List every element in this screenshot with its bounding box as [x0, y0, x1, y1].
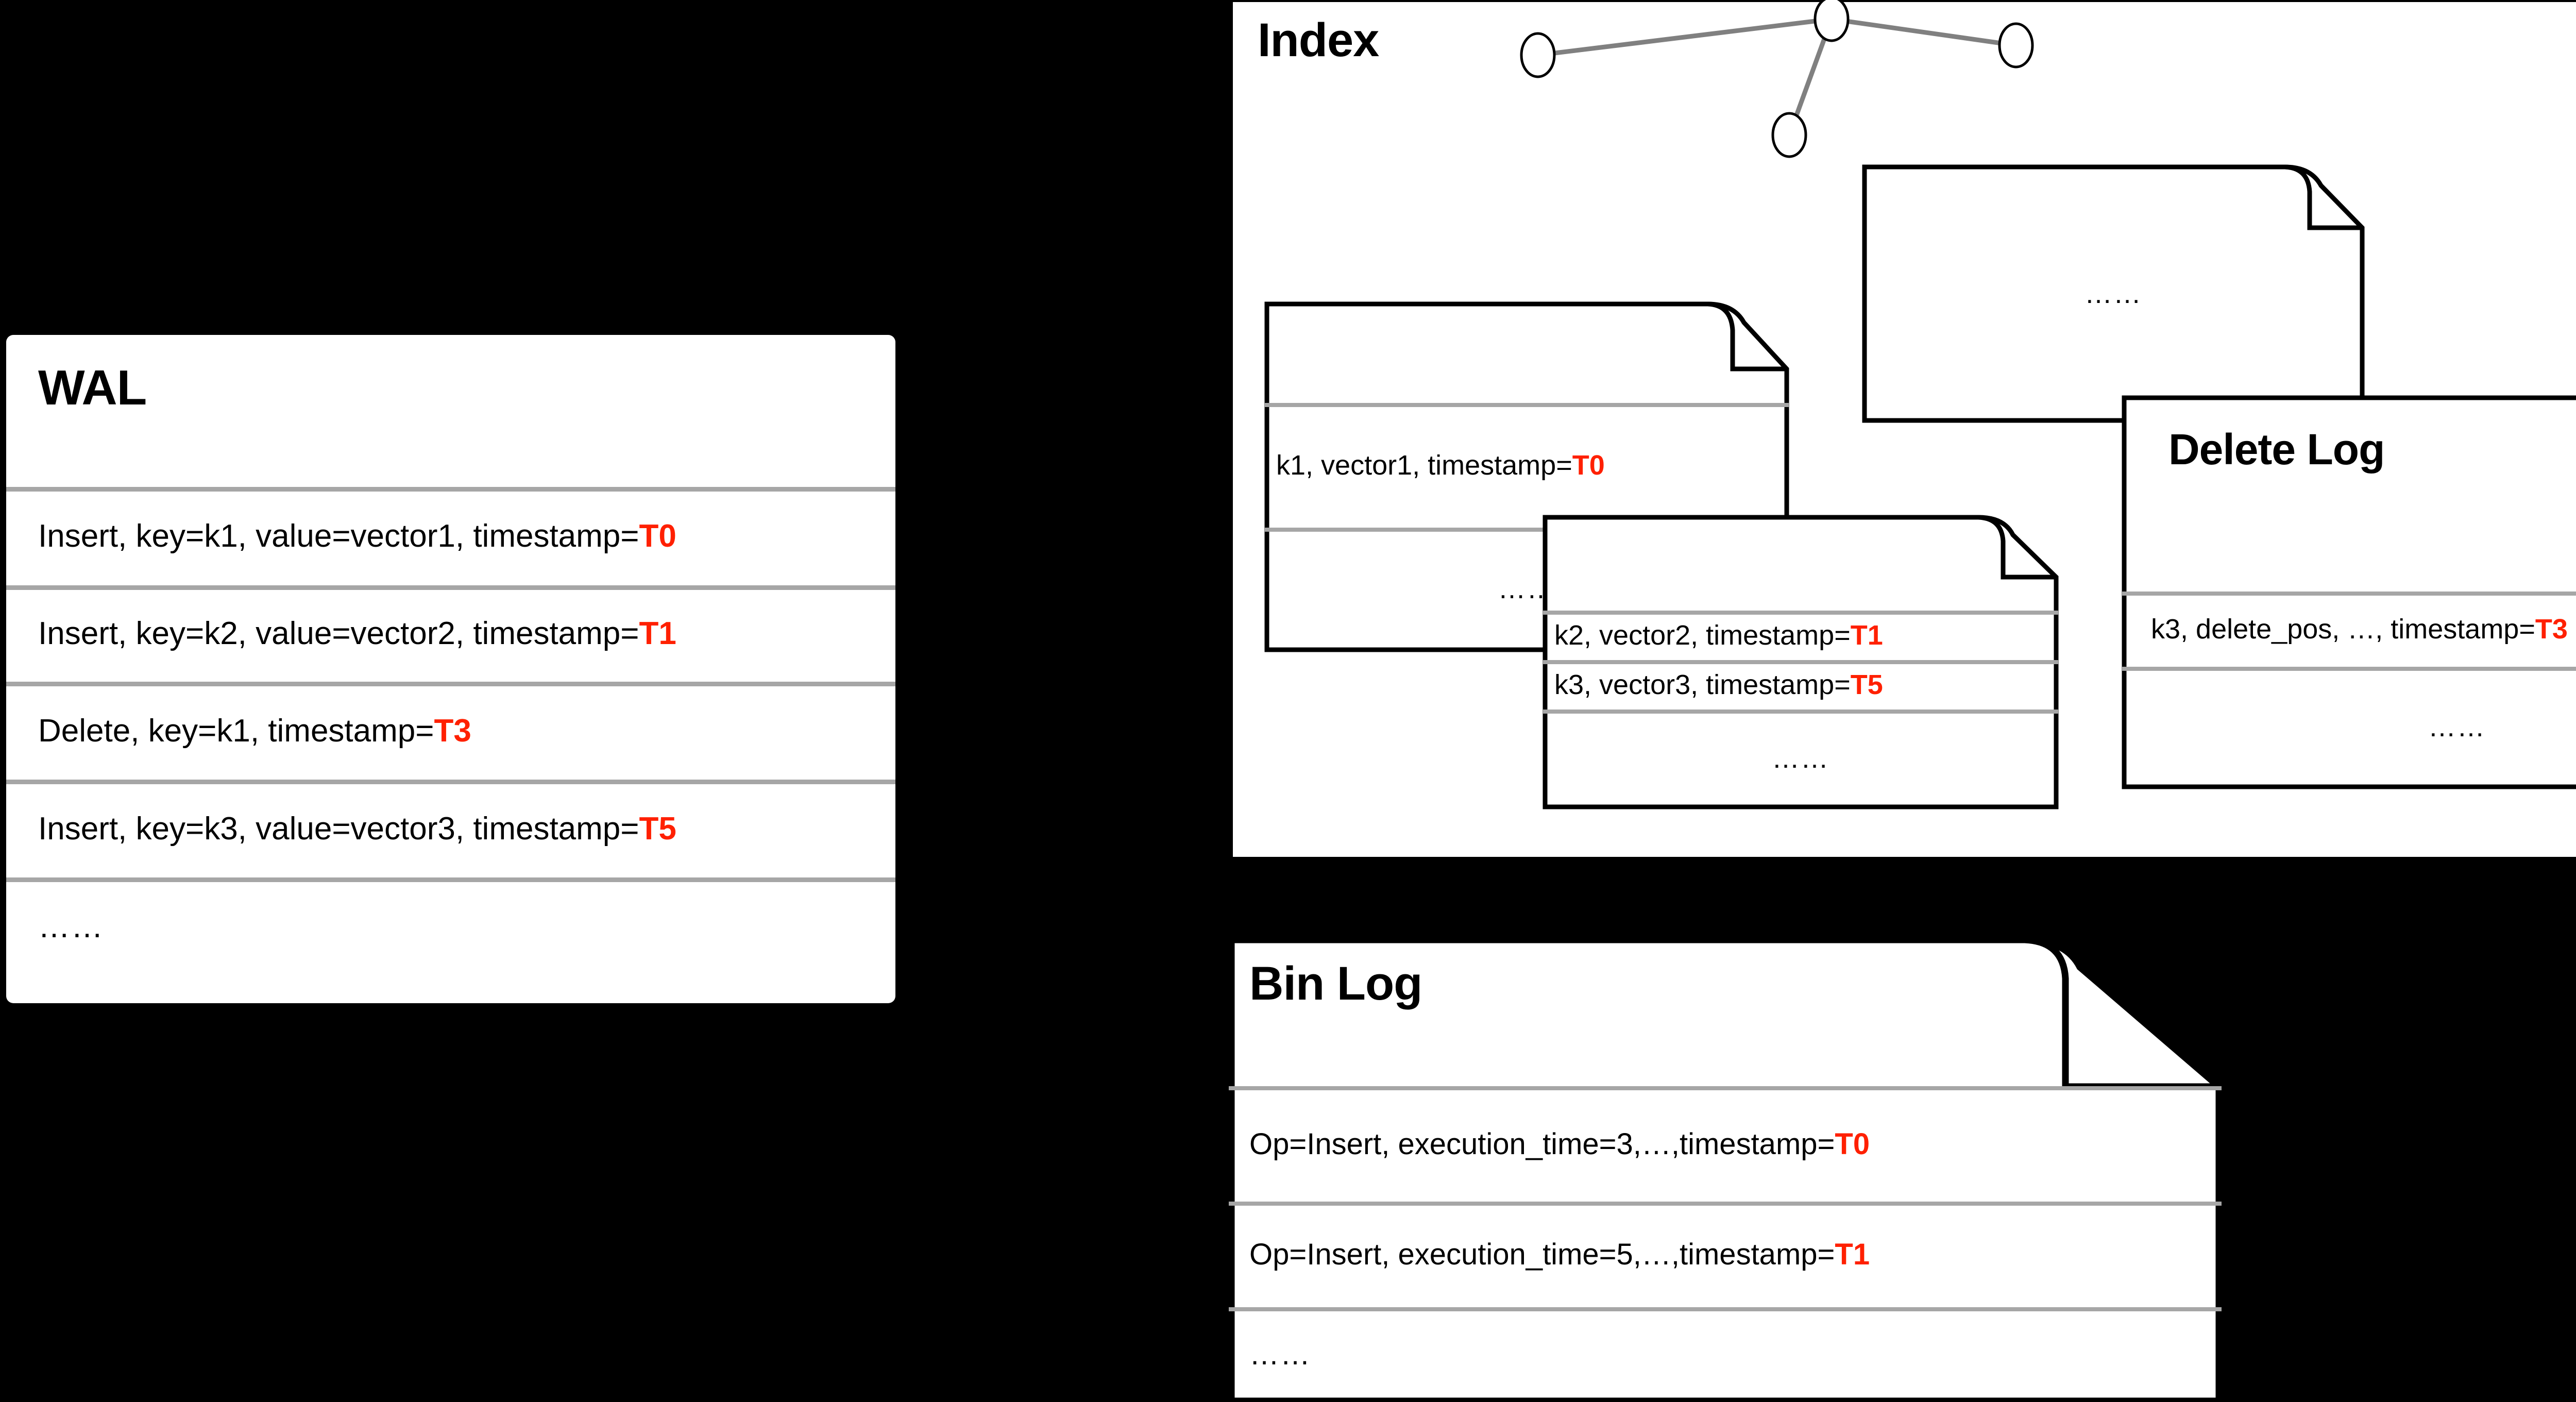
wal-separator [6, 780, 895, 784]
card-row: Op=Insert, execution_time=3,…,timestamp=… [1229, 1086, 2222, 1202]
tree-node-right [1998, 22, 2034, 69]
index-title: Index [1258, 14, 1379, 66]
card-separator [1229, 1086, 2222, 1090]
card-row: k3, delete_pos, …, timestamp=T3 [2122, 592, 2576, 667]
card-row: Op=Insert, execution_time=5,…,timestamp=… [1229, 1202, 2222, 1307]
wal-row: Insert, key=k3, value=vector3, timestamp… [6, 780, 895, 877]
card-separator [1265, 528, 1789, 532]
card-separator [1229, 1307, 2222, 1311]
card-row: …… [1862, 242, 2364, 345]
card-row-text: k2, vector2, timestamp= [1554, 620, 1851, 651]
card-separator [1543, 660, 2058, 664]
card-separator [2122, 667, 2576, 671]
card-row-timestamp: T3 [2535, 614, 2568, 645]
card-row: k1, vector1, timestamp=T0 [1265, 403, 1789, 528]
wal-separator [6, 682, 895, 686]
document-shape-icon [1862, 164, 2365, 423]
wal-row: …… [6, 877, 895, 975]
card-row-text: k3, delete_pos, …, timestamp= [2151, 614, 2535, 645]
card-row-timestamp: T5 [1850, 669, 1883, 700]
bin-log-card: Bin Log Op=Insert, execution_time=3,…,ti… [1228, 936, 2223, 1402]
card-row-timestamp: T0 [1572, 450, 1605, 481]
tree-edge-root-right [1831, 16, 2016, 48]
wal-row-timestamp: T5 [639, 810, 676, 847]
wal-row-text: Delete, key=k1, timestamp= [38, 713, 434, 749]
card-separator [2122, 592, 2576, 596]
card-row-timestamp: T1 [1835, 1238, 1870, 1271]
card-row-text: Op=Insert, execution_time=5,…,timestamp= [1249, 1238, 1835, 1271]
wal-row-timestamp: T0 [639, 518, 676, 554]
tree-edge-root-left [1537, 16, 1832, 58]
document-shape-icon [1228, 936, 2223, 1402]
wal-row-text: Insert, key=k3, value=vector3, timestamp… [38, 810, 639, 847]
wal-separator [6, 487, 895, 492]
wal-separator [6, 877, 895, 882]
card-separator [1265, 403, 1789, 407]
wal-row-text: Insert, key=k2, value=vector2, timestamp… [38, 616, 639, 651]
wal-separator [6, 585, 895, 590]
card-row: …… [2122, 667, 2576, 787]
tree-edge-root-mid [1787, 18, 1834, 136]
card-row-timestamp: T0 [1835, 1127, 1870, 1161]
card-row-text: k1, vector1, timestamp= [1276, 450, 1572, 481]
card-row-text: …… [2428, 711, 2486, 742]
card-row-text: …… [1772, 742, 1829, 774]
delete-log-card: Delete Log k3, delete_pos, …, timestamp=… [2122, 395, 2576, 789]
tree-node-mid [1771, 112, 1807, 158]
wal-row-timestamp: T1 [639, 616, 676, 651]
card-row: k2, vector2, timestamp=T1 [1543, 611, 2058, 660]
card-row-text: k3, vector3, timestamp= [1554, 669, 1851, 700]
index-card-k2-k3: k2, vector2, timestamp=T1 k3, vector3, t… [1543, 515, 2059, 809]
wal-row: Insert, key=k2, value=vector2, timestamp… [6, 585, 895, 682]
tree-node-root [1814, 0, 1850, 42]
card-row: …… [1543, 710, 2058, 807]
delete-log-title: Delete Log [2168, 425, 2385, 474]
wal-card: WAL Insert, key=k1, value=vector1, times… [6, 335, 895, 1003]
wal-title: WAL [38, 360, 147, 415]
card-separator [1543, 710, 2058, 714]
card-separator [1543, 611, 2058, 615]
card-row-timestamp: T1 [1850, 620, 1883, 651]
card-row-text: …… [2084, 278, 2142, 309]
wal-row-text: Insert, key=k1, value=vector1, timestamp… [38, 518, 639, 554]
bin-log-title: Bin Log [1249, 957, 1422, 1010]
wal-row-timestamp: T3 [434, 713, 471, 749]
index-panel: Index k1, vecto [1233, 0, 2576, 857]
card-row: …… [1229, 1307, 2222, 1401]
card-separator [1229, 1202, 2222, 1206]
card-row: k3, vector3, timestamp=T5 [1543, 660, 2058, 710]
wal-row: Insert, key=k1, value=vector1, timestamp… [6, 487, 895, 585]
wal-row-text: …… [38, 908, 104, 944]
card-row-text: Op=Insert, execution_time=3,…,timestamp= [1249, 1127, 1835, 1161]
tree-node-left [1520, 32, 1556, 78]
wal-row: Delete, key=k1, timestamp=T3 [6, 682, 895, 780]
card-row-text: …… [1249, 1337, 1311, 1371]
index-card-ellipsis: …… [1862, 164, 2365, 423]
